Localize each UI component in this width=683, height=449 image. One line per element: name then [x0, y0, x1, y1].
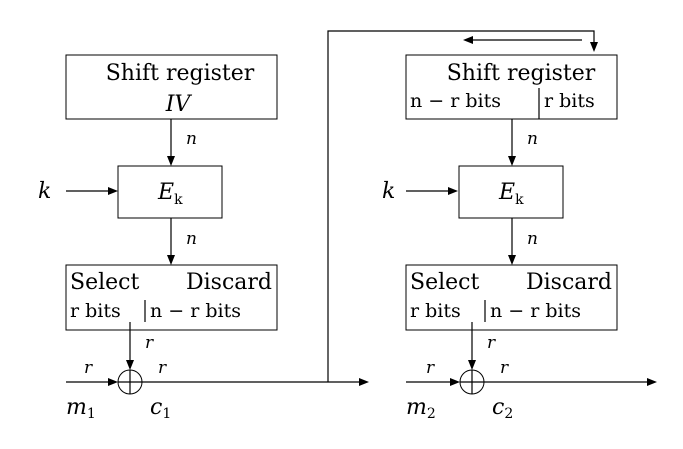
right-encrypt-label: Ek: [498, 180, 524, 208]
right-arrowhead-ek: [508, 156, 516, 166]
right-label-r-out: r: [500, 358, 509, 378]
right-shift-register-right-bits: r bits: [544, 90, 595, 112]
left-select-label: Select: [70, 270, 139, 295]
right-arrowhead-k: [448, 187, 458, 195]
feedback-arrowhead: [590, 42, 598, 52]
left-arrowhead-xor: [126, 360, 134, 370]
right-arrowhead-m: [450, 378, 460, 386]
right-discard-label: Discard: [526, 270, 612, 295]
left-label-n-1: n: [186, 129, 197, 149]
left-label-n-2: n: [186, 229, 197, 249]
left-label-r-down: r: [145, 333, 154, 353]
left-label-r-in: r: [84, 358, 93, 378]
right-message-m2: m2: [406, 395, 436, 422]
right-select-discard-box: [405, 264, 618, 331]
left-arrowhead-k: [108, 187, 118, 195]
right-label-n-1: n: [527, 129, 538, 149]
right-label-r-in: r: [426, 358, 435, 378]
shift-left-arrowhead: [463, 36, 473, 44]
left-stage: Shift register IV n k Ek n Select Discar…: [38, 54, 278, 422]
right-arrowhead-xor: [468, 360, 476, 370]
right-stage: Shift register n − r bits r bits n k Ek …: [382, 36, 657, 422]
left-encrypt-label: Ek: [157, 180, 183, 208]
right-discard-bits: n − r bits: [490, 300, 581, 322]
left-arrowhead-select: [167, 255, 175, 265]
left-select-bits: r bits: [70, 300, 121, 322]
left-select-discard-box: [65, 264, 278, 331]
c2-output-arrowhead: [647, 378, 657, 386]
feedback-line: [327, 30, 595, 382]
right-select-bits: r bits: [410, 300, 461, 322]
left-key-k: k: [38, 179, 51, 204]
left-discard-label: Discard: [186, 270, 272, 295]
right-label-n-2: n: [527, 229, 538, 249]
right-shift-register-title: Shift register: [447, 61, 596, 86]
left-arrowhead-ek: [167, 156, 175, 166]
left-label-r-out: r: [158, 358, 167, 378]
right-encrypt-box: [458, 165, 564, 219]
left-shift-register-iv: IV: [165, 92, 193, 117]
left-message-m1: m1: [66, 395, 96, 422]
c1-output-arrowhead: [359, 378, 369, 386]
left-shift-register-box: [65, 54, 278, 120]
right-cipher-c2: c2: [492, 395, 513, 422]
left-encrypt-box: [117, 165, 223, 219]
right-label-r-down: r: [487, 333, 496, 353]
left-arrowhead-m: [108, 378, 118, 386]
right-shift-register-left-bits: n − r bits: [410, 90, 501, 112]
left-cipher-c1: c1: [150, 395, 171, 422]
right-key-k: k: [382, 179, 395, 204]
right-shift-register-box: [405, 54, 618, 120]
left-discard-bits: n − r bits: [150, 300, 241, 322]
right-arrowhead-select: [508, 255, 516, 265]
right-select-label: Select: [410, 270, 479, 295]
left-shift-register-title: Shift register: [106, 61, 255, 86]
